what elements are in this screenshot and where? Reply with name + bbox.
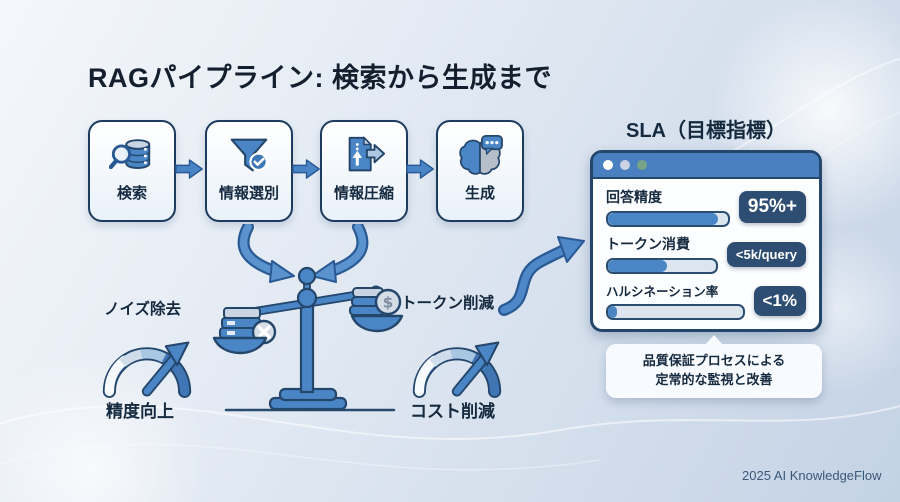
funnel-check-icon (226, 132, 272, 180)
metric-label: ハルシネーション率 (606, 285, 719, 299)
progress-bar (606, 304, 745, 320)
curved-arrow-to-sla-icon (498, 236, 585, 316)
svg-text:$: $ (383, 294, 393, 312)
quality-note-callout: 品質保証プロセスによる 定常的な監視と改善 (606, 335, 822, 398)
step-label: 情報圧縮 (333, 185, 394, 202)
pipeline-step-generation: 生成 (436, 120, 524, 222)
progress-bar (606, 258, 718, 274)
sla-metrics-window: 回答精度 95%+ トークン消費 <5k/query ハルシ (590, 150, 822, 332)
metric-value-badge: 95%+ (738, 191, 806, 223)
sla-heading: SLA（目標指標） (626, 120, 786, 142)
progress-fill (608, 306, 618, 318)
step-label: 検索 (116, 185, 147, 202)
gauge-up-icon (102, 341, 192, 398)
converge-arrow-icon (237, 224, 295, 283)
note-line: 品質保証プロセスによる (642, 353, 786, 368)
window-dot-icon (637, 160, 647, 170)
window-dot-icon (620, 160, 630, 170)
document-compress-icon (341, 132, 387, 180)
metric-value-badge: <1% (753, 285, 806, 316)
note-line: 定常的な監視と改善 (655, 371, 773, 387)
progress-fill (608, 213, 719, 225)
page-title: RAGパイプライン: 検索から生成まで (88, 63, 552, 93)
sla-row-hallucination-rate: ハルシネーション率 <1% (606, 281, 806, 320)
balance-scale-illustration: $ (212, 266, 404, 412)
step-label: 情報選別 (218, 185, 279, 202)
benefit-label-cost-reduction: コスト削減 (410, 402, 495, 421)
benefit-label-accuracy-up: 精度向上 (106, 402, 174, 421)
progress-bar (606, 211, 730, 227)
metric-value-badge: <5k/query (726, 241, 806, 267)
gauge-up-icon (412, 341, 502, 398)
step-label: 生成 (464, 185, 495, 202)
sla-row-token-consumption: トークン消費 <5k/query (606, 234, 806, 274)
sla-row-answer-accuracy: 回答精度 95%+ (606, 187, 806, 227)
flow-arrow-icon (175, 159, 203, 179)
benefit-label-noise-removal: ノイズ除去 (104, 301, 182, 318)
metric-label: トークン消費 (606, 236, 690, 252)
pipeline-step-selection: 情報選別 (205, 120, 293, 222)
progress-fill (608, 260, 668, 272)
pipeline-step-compression: 情報圧縮 (320, 120, 408, 222)
pipeline-step-search: 検索 (88, 120, 176, 222)
metric-label: 回答精度 (606, 189, 662, 205)
window-dot-icon (603, 160, 613, 170)
window-titlebar (593, 153, 819, 179)
search-database-icon (109, 132, 155, 180)
flow-arrow-icon (292, 159, 320, 179)
flow-arrow-icon (406, 159, 434, 179)
converge-arrow-icon (311, 224, 369, 283)
benefit-label-token-reduction: トークン削減 (401, 295, 495, 312)
footer-credit: 2025 AI KnowledgeFlow (742, 468, 882, 483)
brain-chat-icon (457, 132, 503, 180)
